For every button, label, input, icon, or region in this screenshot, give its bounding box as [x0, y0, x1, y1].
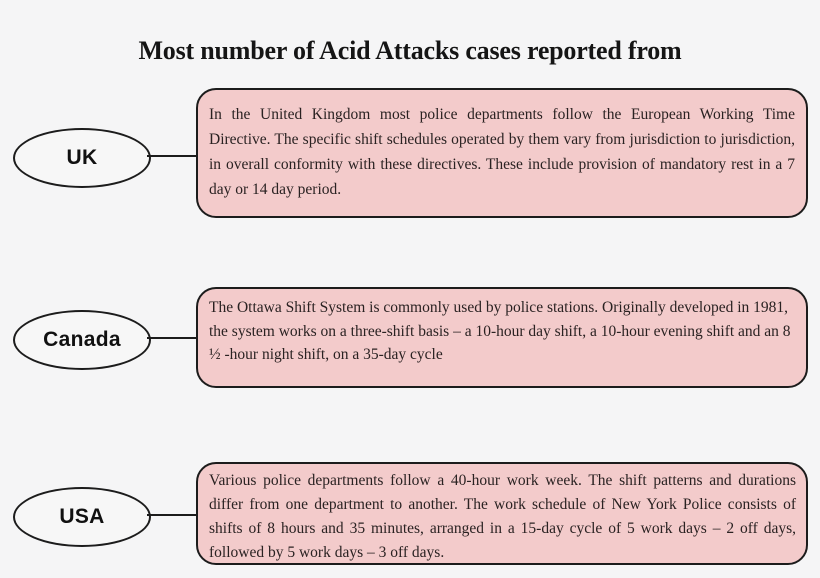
- description-box-usa: Various police departments follow a 40-h…: [196, 462, 808, 565]
- node-ellipse-canada: Canada: [13, 310, 151, 370]
- description-box-uk: In the United Kingdom most police depart…: [196, 88, 808, 218]
- connector-line-usa: [147, 514, 197, 516]
- node-ellipse-uk: UK: [13, 128, 151, 188]
- node-label-usa: USA: [59, 505, 105, 528]
- description-text-canada: The Ottawa Shift System is commonly used…: [209, 299, 791, 363]
- description-text-usa: Various police departments follow a 40-h…: [209, 472, 796, 561]
- description-text-uk: In the United Kingdom most police depart…: [209, 106, 795, 198]
- connector-line-canada: [147, 337, 197, 339]
- page-title: Most number of Acid Attacks cases report…: [138, 36, 682, 65]
- connector-line-uk: [147, 155, 197, 157]
- node-ellipse-usa: USA: [13, 487, 151, 547]
- node-label-canada: Canada: [43, 328, 121, 351]
- description-box-canada: The Ottawa Shift System is commonly used…: [196, 287, 808, 388]
- node-label-uk: UK: [66, 146, 98, 169]
